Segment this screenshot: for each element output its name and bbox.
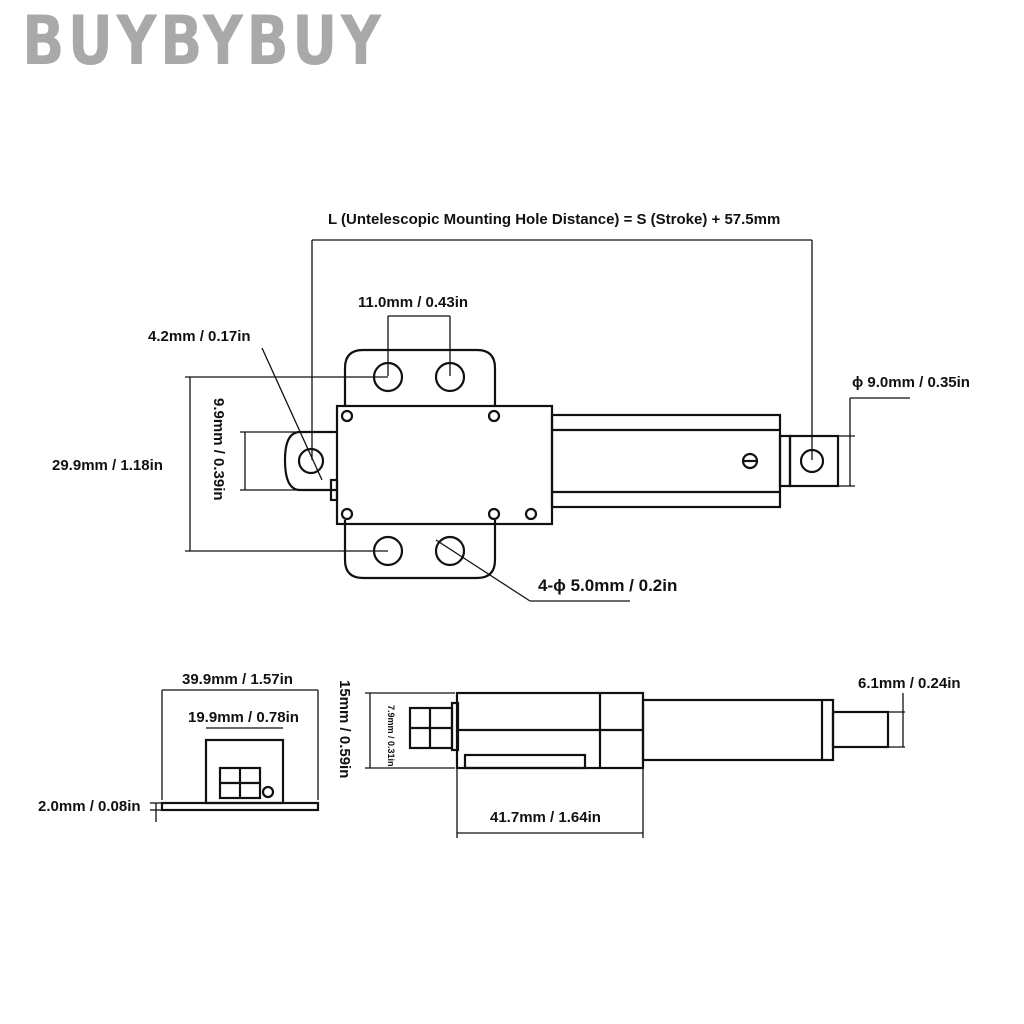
mount-height-label: 29.9mm / 1.18in <box>52 457 163 474</box>
plate-thickness-label: 2.0mm / 0.08in <box>38 798 141 815</box>
rod-eye-label: ϕ 9.0mm / 0.35in <box>852 374 970 391</box>
length-formula-label: L (Untelescopic Mounting Hole Distance) … <box>328 211 780 228</box>
body-length-label: 41.7mm / 1.64in <box>490 809 601 826</box>
base-width-label: 39.9mm / 1.57in <box>182 671 293 688</box>
mount-holes-label: 4-ϕ 5.0mm / 0.2in <box>538 576 677 595</box>
hole-spacing-label: 11.0mm / 0.43in <box>358 294 468 311</box>
side-view: 15mm / 0.59in 7.9mm / 0.31in 6.1mm / 0.2… <box>336 675 961 838</box>
body-height-label: 15mm / 0.59in <box>336 680 353 778</box>
top-view: L (Untelescopic Mounting Hole Distance) … <box>52 211 970 602</box>
end-view: 39.9mm / 1.57in 19.9mm / 0.78in 2.0mm / … <box>38 671 320 822</box>
rod-diameter-label: 6.1mm / 0.24in <box>858 675 961 692</box>
connector-height-label: 7.9mm / 0.31in <box>386 705 396 767</box>
body-width-label: 19.9mm / 0.78in <box>188 709 299 726</box>
brand-watermark: BUYBYBUY <box>22 2 385 81</box>
eye-height-label: 9.9mm / 0.39in <box>210 398 227 501</box>
hole-diameter-label: 4.2mm / 0.17in <box>148 328 251 345</box>
